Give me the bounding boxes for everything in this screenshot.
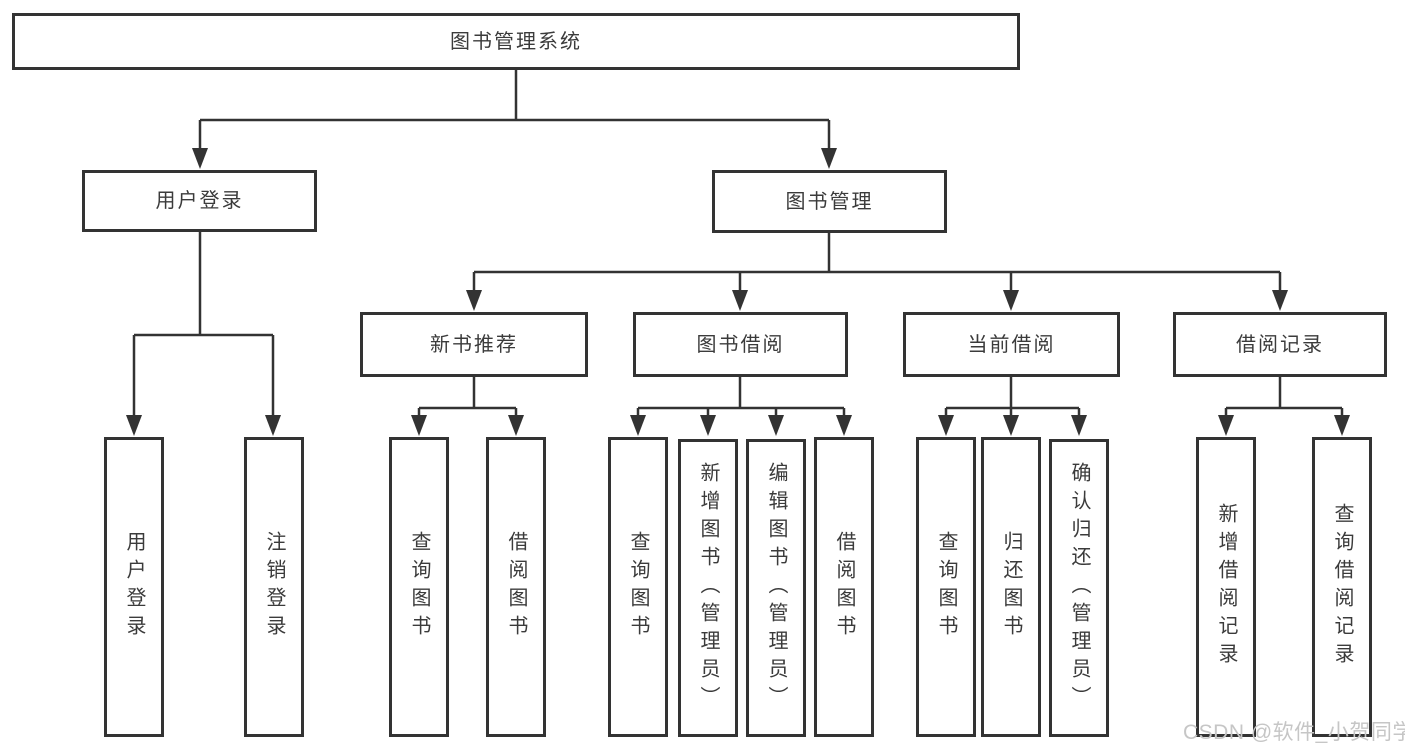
node-label: 借阅图书 — [505, 531, 527, 643]
leaf-user-logout: 注销登录 — [244, 437, 304, 737]
leaf-recommend-query-book: 查询图书 — [389, 437, 449, 737]
arrowhead — [1334, 415, 1350, 436]
connector-recommend-branch — [417, 377, 518, 418]
leaf-borrow-borrow-book: 借阅图书 — [814, 437, 874, 737]
connector-borrow-branch — [636, 377, 846, 418]
node-current-borrow: 当前借阅 — [903, 312, 1120, 377]
arrowhead — [508, 415, 524, 436]
connector-root-to-level2 — [198, 70, 831, 151]
node-label: 查询图书 — [408, 531, 430, 643]
connector-user-login-branch — [132, 232, 275, 418]
node-label: 图书管理 — [785, 190, 874, 213]
leaf-current-query-book: 查询图书 — [916, 437, 976, 737]
arrowhead — [821, 148, 837, 169]
arrowhead — [1003, 290, 1019, 311]
arrowhead — [700, 415, 716, 436]
arrowhead — [265, 415, 281, 436]
node-borrow-records: 借阅记录 — [1173, 312, 1387, 377]
node-label: 注销登录 — [263, 531, 285, 643]
arrowhead — [1272, 290, 1288, 311]
leaf-current-confirm-return-admin: 确认归还（管理员） — [1049, 439, 1109, 737]
node-user-login: 用户登录 — [82, 170, 317, 232]
node-book-borrow: 图书借阅 — [633, 312, 848, 377]
arrowhead — [466, 290, 482, 311]
watermark: CSDN @软件_小贺同学 — [1183, 721, 1405, 744]
node-label: 查询图书 — [935, 531, 957, 643]
node-label: 新增图书（管理员） — [697, 462, 719, 714]
node-label: 新增借阅记录 — [1215, 503, 1237, 671]
connector-current-branch — [944, 377, 1081, 418]
node-label: 用户登录 — [155, 190, 244, 212]
node-label: 当前借阅 — [967, 333, 1056, 356]
arrowhead — [630, 415, 646, 436]
arrowhead — [1003, 415, 1019, 436]
arrowhead — [126, 415, 142, 436]
leaf-records-query-record: 查询借阅记录 — [1312, 437, 1372, 737]
arrowhead — [411, 415, 427, 436]
leaf-borrow-add-book-admin: 新增图书（管理员） — [678, 439, 738, 737]
node-label: 借阅图书 — [833, 531, 855, 643]
node-label: 用户登录 — [123, 531, 145, 643]
node-label: 归还图书 — [1000, 531, 1022, 643]
leaf-records-add-record: 新增借阅记录 — [1196, 437, 1256, 737]
node-book-management: 图书管理 — [712, 170, 947, 233]
node-label: 查询借阅记录 — [1331, 503, 1353, 671]
arrowhead — [768, 415, 784, 436]
leaf-borrow-edit-book-admin: 编辑图书（管理员） — [746, 439, 806, 737]
arrowhead — [1218, 415, 1234, 436]
leaf-recommend-borrow-book: 借阅图书 — [486, 437, 546, 737]
connector-book-mgmt-branch — [472, 233, 1282, 293]
leaf-current-return-book: 归还图书 — [981, 437, 1041, 737]
arrowhead — [1071, 415, 1087, 436]
arrowhead — [836, 415, 852, 436]
node-label: 查询图书 — [627, 531, 649, 643]
arrowhead — [938, 415, 954, 436]
node-label: 借阅记录 — [1236, 333, 1324, 356]
node-label: 确认归还（管理员） — [1068, 462, 1090, 714]
arrowheads — [126, 148, 1350, 436]
node-library-system: 图书管理系统 — [12, 13, 1020, 70]
node-label: 编辑图书（管理员） — [765, 462, 787, 714]
arrowhead — [732, 290, 748, 311]
node-new-book-recommend: 新书推荐 — [360, 312, 588, 377]
connector-records-branch — [1224, 377, 1344, 418]
arrowhead — [192, 148, 208, 169]
leaf-borrow-query-book: 查询图书 — [608, 437, 668, 737]
node-label: 新书推荐 — [430, 333, 518, 356]
leaf-user-login: 用户登录 — [104, 437, 164, 737]
node-label: 图书管理系统 — [450, 30, 582, 53]
node-label: 图书借阅 — [696, 333, 785, 356]
